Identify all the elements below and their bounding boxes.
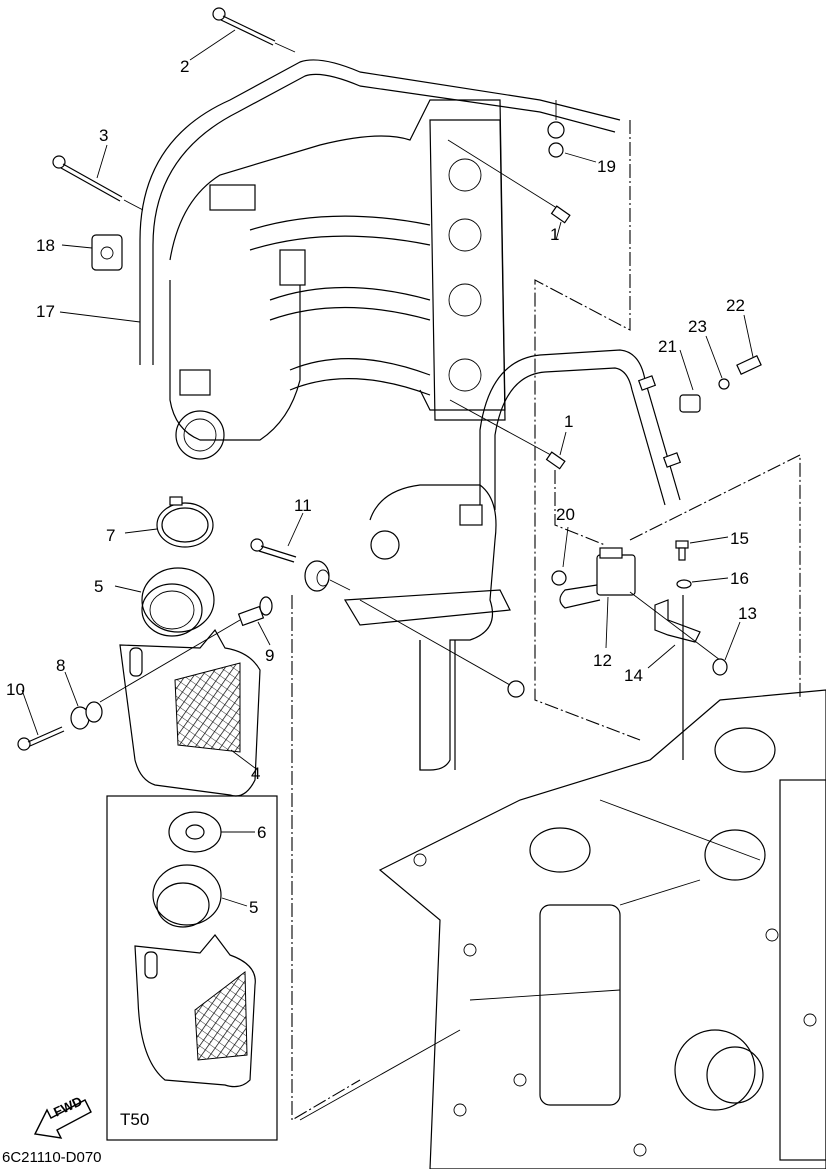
nut-part-13 <box>712 621 741 676</box>
hose-to-valve <box>479 349 682 510</box>
bolt-part-11 <box>250 512 304 563</box>
callout-16: 16 <box>730 569 749 588</box>
bolt-part-2 <box>189 7 296 61</box>
callout-17: 17 <box>36 302 55 321</box>
grommet-part-8 <box>64 671 103 730</box>
callout-11: 11 <box>294 496 312 515</box>
clip-part-19 <box>547 100 597 163</box>
bolt-part-10 <box>17 689 65 751</box>
bolt-part-15 <box>675 536 729 561</box>
fuel-pump-assembly <box>343 484 525 771</box>
hose-part-17 <box>59 59 621 365</box>
callout-7: 7 <box>106 526 116 545</box>
washer-part-23 <box>705 335 730 390</box>
bolt-part-3 <box>52 144 144 211</box>
callout-21: 21 <box>658 337 677 356</box>
valve-part-12 <box>559 547 636 649</box>
callout-18: 18 <box>36 236 55 255</box>
callout-9: 9 <box>265 646 275 665</box>
holder-part-18 <box>61 234 123 271</box>
bracket-part-14 <box>629 591 721 669</box>
callout-22: 22 <box>726 296 745 315</box>
callout-19: 19 <box>597 157 616 176</box>
collar-part-9 <box>99 596 273 703</box>
clip-part-20 <box>551 526 569 586</box>
callout-5: 5 <box>94 577 104 596</box>
callout-2: 2 <box>180 57 190 76</box>
callout-20: 20 <box>556 505 575 524</box>
callout-13: 13 <box>738 604 757 623</box>
callout-15: 15 <box>730 529 749 548</box>
callout-1-lower: 1 <box>564 412 574 431</box>
callout-14: 14 <box>624 666 643 685</box>
intake-joint-part-5 <box>114 567 215 637</box>
bolt-part-22 <box>736 314 762 375</box>
engine-block <box>299 689 826 1169</box>
intake-manifold <box>169 99 561 461</box>
callout-10: 10 <box>6 680 25 699</box>
callout-6: 6 <box>257 823 267 842</box>
silencer-case-part-4 <box>119 628 261 797</box>
callout-8: 8 <box>56 656 66 675</box>
inset-label-t50: T50 <box>120 1110 150 1129</box>
t50-inset <box>106 795 278 1141</box>
dowel-pin-upper <box>550 205 571 241</box>
alignment-lines <box>291 120 801 1121</box>
callout-4: 4 <box>251 764 261 783</box>
callout-1-upper: 1 <box>550 225 560 244</box>
callout-5-t50: 5 <box>249 898 259 917</box>
dowel-pin-lower <box>545 431 567 470</box>
forward-direction-arrow-icon <box>33 1099 92 1139</box>
callout-12: 12 <box>593 651 612 670</box>
grommet-near-11 <box>304 560 351 592</box>
drawing-code: 6C21110-D070 <box>2 1149 102 1166</box>
callout-23: 23 <box>688 317 707 336</box>
holder-part-21 <box>679 349 701 413</box>
hose-clamp-part-7 <box>124 496 214 548</box>
callout-3: 3 <box>99 126 109 145</box>
